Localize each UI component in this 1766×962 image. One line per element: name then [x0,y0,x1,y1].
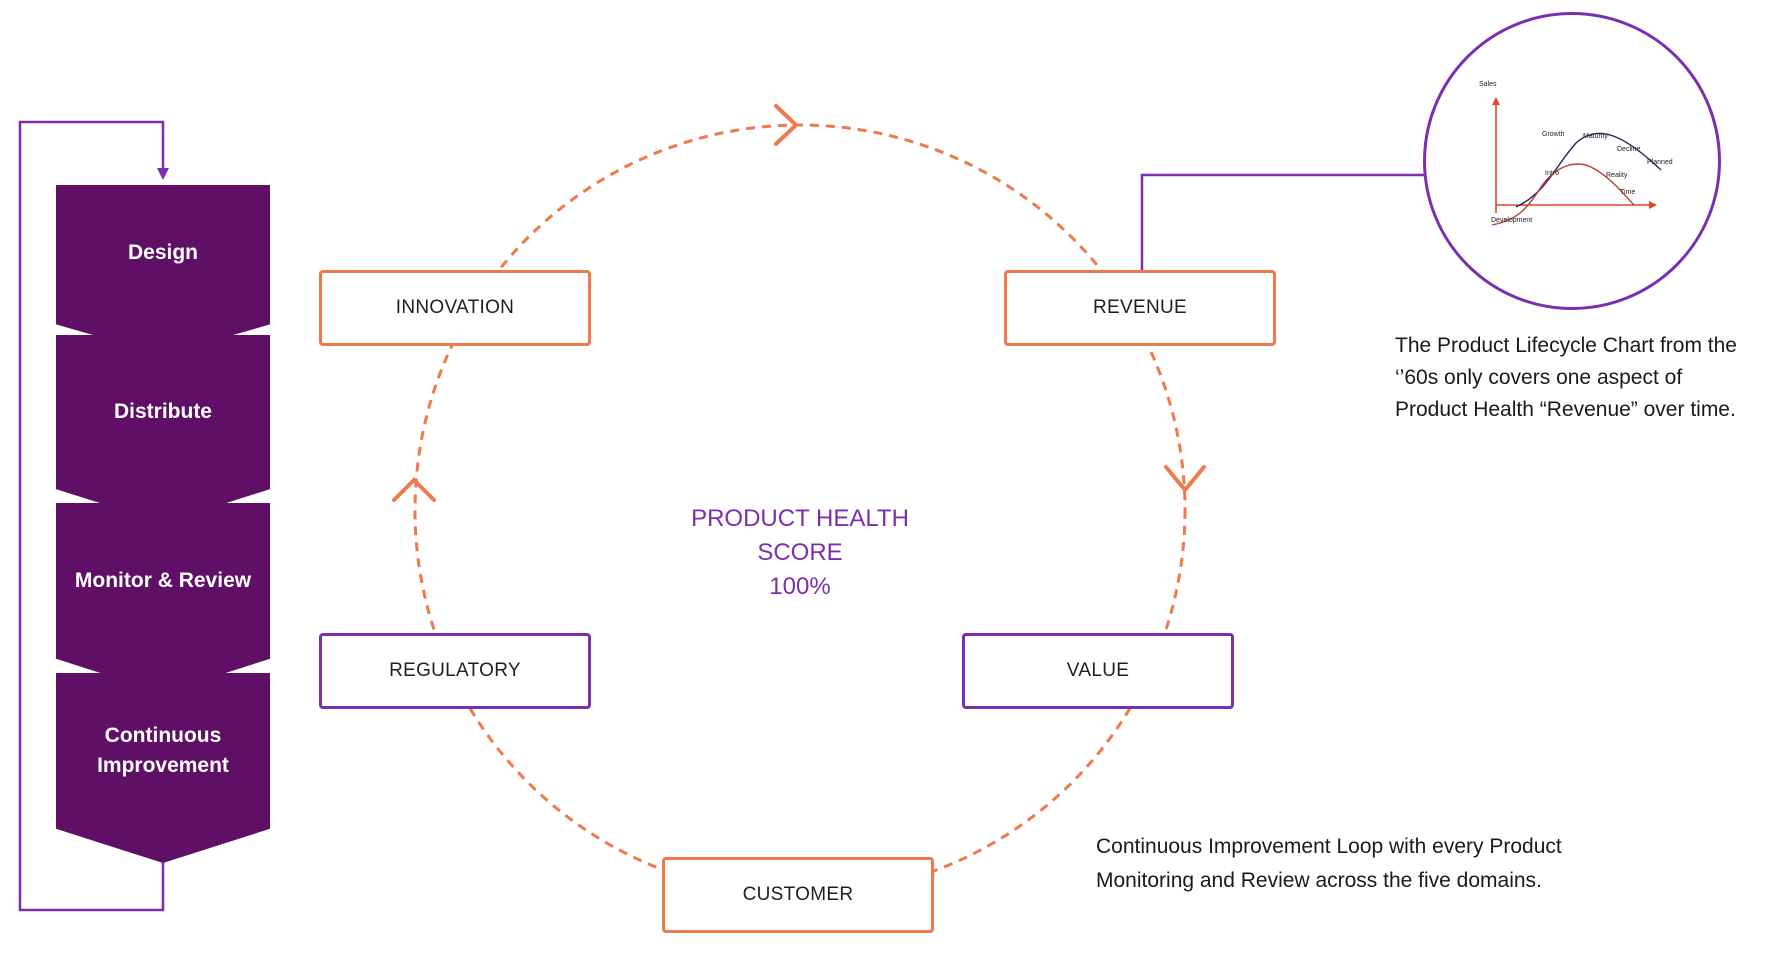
lifecycle-y-arrow [1492,97,1500,105]
lifecycle-x-label: Time [1620,189,1636,196]
process-step-distribute: Distribute [56,335,270,523]
process-step-label: Design [127,241,198,264]
process-step-continuous-improvement: Continuous Improvement [56,673,270,863]
process-step-label: Continuous Improvement [97,724,229,777]
cycle-arrow-left [392,477,436,502]
process-loop-arrowhead [157,168,169,180]
lifecycle-reality-curve [1491,163,1635,226]
lifecycle-chart [1491,97,1662,226]
improvement-cycle-circle [413,123,1187,897]
domain-innovation: INNOVATION [319,270,591,346]
process-loop-line [18,120,165,912]
domain-revenue: REVENUE [1004,270,1276,346]
domain-label: REGULATORY [389,660,521,681]
process-step-label: Distribute [113,400,212,423]
lifecycle-intro-label: Intro [1545,170,1560,177]
cycle-arrow-top [774,104,799,146]
score-title-line2: SCORE [757,539,843,566]
lifecycle-x-arrow [1649,201,1657,209]
score-value: 100% [769,573,831,600]
lifecycle-planned-label: Planned [1647,159,1673,166]
domain-label: VALUE [1066,660,1130,681]
domain-label: INNOVATION [395,297,515,318]
loop-note: Continuous Improvement Loop with every P… [1096,835,1562,892]
product-health-score: PRODUCT HEALTH SCORE 100% [660,502,940,604]
domain-customer: CUSTOMER [662,857,934,933]
lifecycle-planned-curve [1515,132,1662,208]
lifecycle-chart-circle: Sales Time Growth Maturity Decline Plann… [1423,12,1721,310]
revenue-chart-connector [1140,173,1429,270]
lifecycle-maturity-label: Maturity [1583,133,1608,140]
cycle-arrow-right [1164,465,1206,494]
lifecycle-y-label: Sales [1479,81,1497,88]
lifecycle-growth-label: Growth [1542,131,1565,138]
process-step-label: Monitor & Review [74,569,252,592]
lifecycle-reality-label: Reality [1606,172,1628,179]
lifecycle-development-label: Development [1491,217,1533,224]
domain-label: REVENUE [1093,297,1187,318]
process-step-design: Design [56,185,270,355]
domain-regulatory: REGULATORY [319,633,591,709]
lifecycle-note: The Product Lifecycle Chart from the ‘’6… [1395,334,1737,421]
lifecycle-decline-label: Decline [1617,146,1641,153]
process-step-monitor-review: Monitor & Review [56,503,270,693]
domain-value: VALUE [962,633,1234,709]
score-title-line1: PRODUCT HEALTH [691,505,909,532]
domain-label: CUSTOMER [742,884,854,905]
